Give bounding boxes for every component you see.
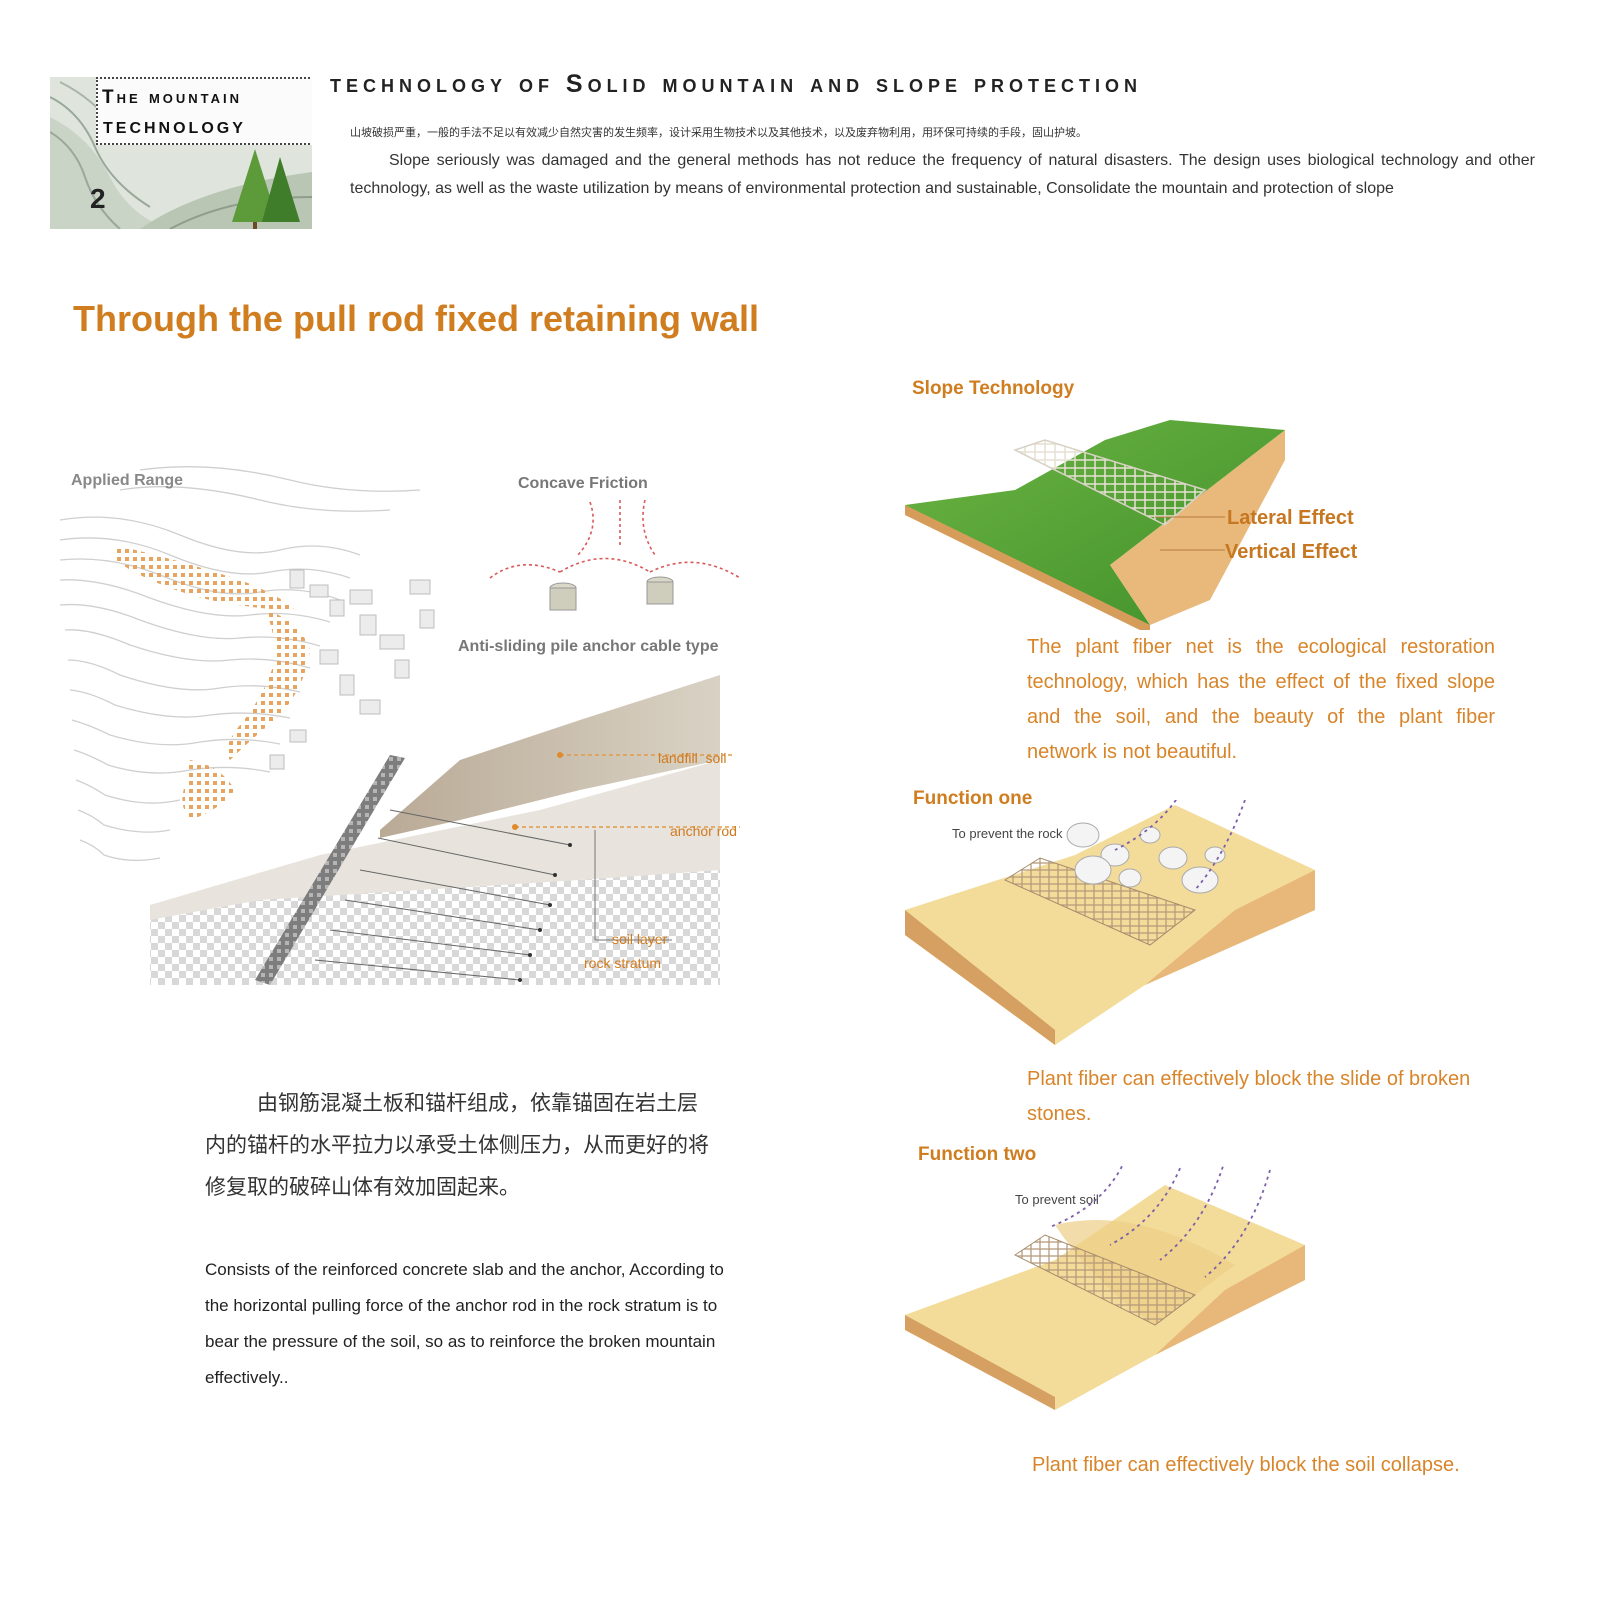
anchor-marker (512, 824, 518, 830)
anchor-piles (549, 576, 674, 611)
function-two-note: To prevent soil (1015, 1192, 1099, 1207)
function-one-title: Function one (913, 788, 1033, 809)
anchor-rod-ends (518, 843, 572, 982)
description-chinese: 由钢筋混凝土板和锚杆组成，依靠锚固在岩土层内的锚杆的水平拉力以承受土体侧压力，从… (205, 1092, 709, 1199)
header-badge: The mountain technology 2 (50, 77, 312, 229)
fiber-net-barrier (1003, 857, 1197, 946)
function-one-description: Plant fiber can effectively block the sl… (1027, 1068, 1471, 1125)
slope-grass-diagram (905, 420, 1285, 630)
lateral-effect-label: Lateral Effect (1227, 507, 1354, 529)
function-two-title: Function two (918, 1144, 1037, 1165)
function-two-description: Plant fiber can effectively block the so… (1032, 1454, 1460, 1476)
landfill-soil (380, 675, 720, 838)
falling-rocks (1066, 822, 1226, 894)
intro-english: Slope seriously was damaged and the gene… (350, 152, 1535, 197)
badge-label-box (96, 77, 312, 145)
effect-leader-lines (1155, 516, 1225, 551)
rock-trajectory-arrows (1114, 800, 1246, 891)
landfill-marker (557, 752, 563, 758)
function-one-note: To prevent the rock (952, 826, 1063, 841)
soil-layer-label: soil layer (612, 931, 668, 947)
badge-line1: The mountain (102, 87, 243, 108)
fiber-net-barrier-2 (1014, 1234, 1197, 1326)
range-zone-1 (115, 545, 295, 610)
soil-layer (150, 760, 720, 920)
terrain-front (905, 910, 1055, 1045)
retaining-wall-diagram (60, 466, 741, 985)
range-zone-3 (182, 760, 235, 820)
intro-chinese: 山坡破损严重，一般的手法不足以有效减少自然灾害的发生频率，设计采用生物技术以及其… (350, 127, 1087, 139)
range-zone-2 (226, 610, 310, 760)
description-english: Consists of the reinforced concrete slab… (205, 1260, 724, 1387)
terrain-side (1145, 870, 1315, 985)
function-two-diagram (905, 1165, 1305, 1410)
building-blocks (269, 569, 435, 770)
anchor-rod-label: anchor rod (670, 823, 737, 839)
plant-fiber-net (1013, 439, 1207, 526)
label-leaders (515, 754, 740, 828)
anchor-rods (314, 809, 571, 981)
slope-front-edge (905, 505, 1150, 630)
slope-soil-side (1110, 430, 1285, 625)
layer-guide-lines (594, 830, 672, 941)
retaining-wall-slab (255, 755, 405, 985)
landfill-soil-label: landfill soil (658, 750, 727, 766)
badge-number: 2 (90, 183, 106, 214)
terrain-side-2 (1155, 1245, 1305, 1355)
function-one-diagram (905, 800, 1315, 1045)
concave-friction-label: Concave Friction (518, 475, 648, 492)
concave-friction-arrows (489, 499, 741, 579)
rock-stratum-label: rock stratum (584, 955, 662, 971)
section-title: Through the pull rod fixed retaining wal… (73, 298, 760, 339)
badge-line2: technology (103, 120, 246, 137)
pile-type-label: Anti-sliding pile anchor cable type (458, 638, 719, 655)
applied-range-label: Applied Range (71, 472, 184, 489)
vertical-effect-label: Vertical Effect (1225, 541, 1358, 563)
slope-technology-title: Slope Technology (912, 378, 1075, 399)
slope-technology-description: The plant fiber net is the ecological re… (1027, 636, 1495, 763)
soil-trajectory-arrows (1049, 1165, 1271, 1278)
terrain-front-2 (905, 1315, 1055, 1410)
page-title: technology of Solid mountain and slope p… (330, 70, 1143, 98)
slope-grass-top (905, 420, 1285, 625)
